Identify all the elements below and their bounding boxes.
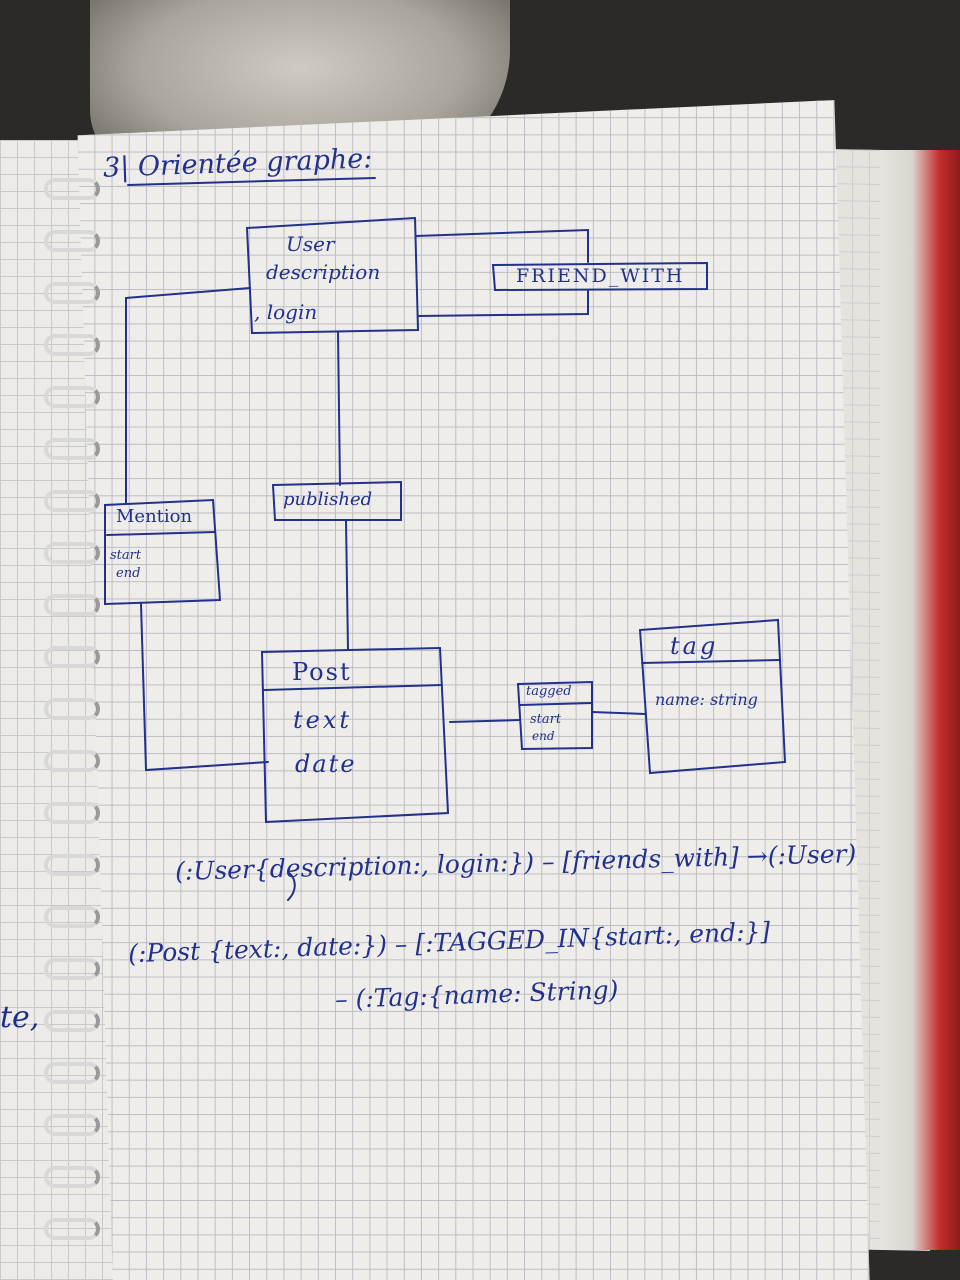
tag-attr-name: name: string	[655, 690, 758, 709]
notebook-red-edge	[880, 150, 960, 1250]
post-divider	[263, 684, 443, 691]
friend-loop-bottom	[417, 290, 589, 317]
tag-node-label: tag	[670, 632, 719, 660]
friend-with-box	[491, 261, 708, 292]
mention-divider	[106, 531, 216, 536]
tagged-tag-line	[591, 711, 646, 715]
post-node-label: Post	[292, 658, 352, 686]
user-mention-line	[125, 287, 251, 504]
mention-post-line	[140, 603, 269, 772]
user-published-line	[337, 331, 341, 486]
mention-attr-end: end	[116, 566, 141, 581]
tag-divider	[641, 659, 781, 664]
notebook-page	[77, 100, 870, 1280]
mention-box	[104, 498, 222, 606]
tag-box	[638, 618, 787, 775]
tagged-divider	[519, 702, 593, 706]
user-node-attr-description: description	[266, 260, 381, 284]
mention-attr-start: start	[110, 548, 142, 563]
tagged-attr-end: end	[532, 729, 555, 743]
user-box	[245, 216, 420, 335]
heading-underline	[127, 177, 376, 186]
friend-with-label: FRIEND_WITH	[516, 265, 685, 287]
user-node-label: User	[286, 232, 335, 256]
post-tagged-line	[449, 719, 521, 723]
tagged-box	[516, 680, 593, 751]
post-attr-date: date	[295, 750, 357, 778]
tagged-label: tagged	[526, 684, 572, 699]
published-post-line	[345, 519, 349, 651]
query-brace	[287, 871, 296, 901]
post-attr-text: text	[293, 706, 353, 734]
post-box	[260, 646, 450, 824]
tagged-attr-start: start	[530, 712, 562, 727]
friend-loop-top	[415, 228, 589, 263]
user-node-attr-login: , login	[254, 300, 318, 324]
left-page-text: te,	[0, 1000, 40, 1035]
published-box	[271, 480, 402, 521]
mention-node-label: Mention	[116, 506, 193, 527]
published-label: published	[283, 489, 373, 510]
